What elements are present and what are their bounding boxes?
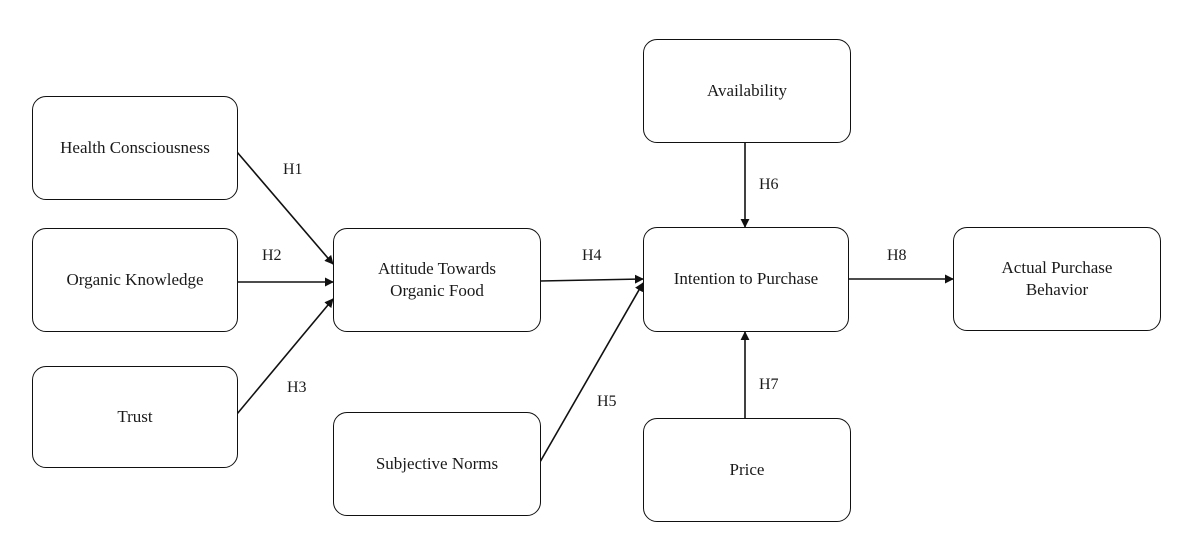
hypothesis-label-h5: H5	[597, 393, 617, 410]
node-actual-label: Actual Purchase Behavior	[1002, 257, 1113, 301]
node-attitude-towards-organic-food: Attitude Towards Organic Food	[333, 228, 541, 332]
node-subjective-norms-label: Subjective Norms	[375, 453, 499, 473]
node-subjective-norms: Subjective Norms	[333, 412, 541, 516]
node-intention-to-purchase: Intention to Purchase	[643, 227, 849, 332]
node-actual-label-line1: Actual Purchase	[1001, 257, 1113, 277]
node-intention-label: Intention to Purchase	[673, 269, 819, 289]
hypothesis-label-h6: H6	[759, 176, 779, 193]
node-trust: Trust	[32, 366, 238, 468]
arrow-h4	[539, 274, 644, 284]
hypothesis-label-h1: H1	[283, 161, 303, 178]
node-organic-knowledge-label: Organic Knowledge	[66, 269, 204, 289]
node-availability-label: Availability	[707, 80, 787, 100]
node-organic-knowledge: Organic Knowledge	[32, 228, 238, 332]
node-price: Price	[643, 418, 851, 522]
node-health-consciousness-label: Health Consciousness	[60, 137, 210, 157]
hypothesis-label-h7: H7	[759, 376, 779, 393]
node-health-consciousness: Health Consciousness	[32, 96, 238, 200]
hypothesis-label-h4: H4	[582, 247, 602, 264]
arrow-h3	[236, 298, 334, 415]
node-price-label: Price	[729, 459, 765, 479]
node-trust-label: Trust	[117, 406, 153, 426]
arrow-h5	[539, 282, 644, 463]
hypothesis-label-h3: H3	[287, 379, 307, 396]
node-attitude-label-line1: Attitude Towards	[378, 258, 496, 278]
node-attitude-label: Attitude Towards Organic Food	[378, 258, 496, 302]
hypothesis-label-h2: H2	[262, 247, 282, 264]
hypothesis-label-h8: H8	[887, 247, 907, 264]
node-actual-purchase-behavior: Actual Purchase Behavior	[953, 227, 1161, 331]
node-availability: Availability	[643, 39, 851, 143]
node-attitude-label-line2: Organic Food	[390, 281, 484, 300]
node-actual-label-line2: Behavior	[1025, 280, 1089, 299]
arrow-h1	[236, 151, 334, 265]
